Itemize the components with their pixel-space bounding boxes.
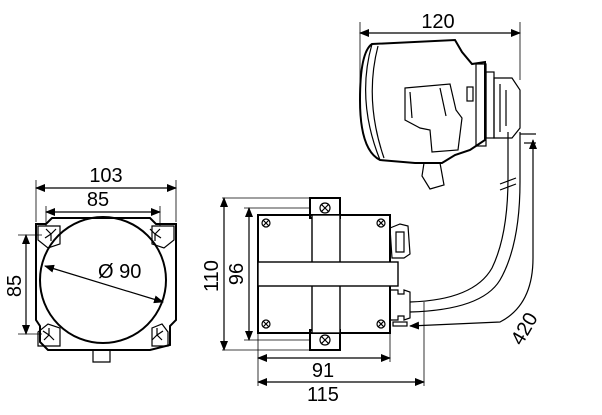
front-view: Ø 90 103 85 85 — [4, 165, 177, 363]
side-lamp-socket — [404, 83, 463, 153]
lens-diameter-label: Ø 90 — [98, 261, 141, 283]
diameter-line — [44, 264, 164, 304]
screw-bottom-right-icon — [151, 328, 164, 341]
cable-line-b — [409, 132, 521, 313]
side-lens-edge — [365, 43, 381, 161]
side-depth-label: 120 — [421, 11, 454, 33]
ballast-view: 110 96 91 115 — [201, 197, 425, 406]
ballast-width-inner-label: 91 — [312, 360, 334, 382]
side-lamp-body — [358, 38, 486, 164]
mount-ear-bottom-right — [151, 323, 169, 347]
cable: 420 — [409, 132, 543, 349]
screw-bottom-left-icon — [42, 328, 55, 341]
ballast-height-outer-label: 110 — [201, 260, 223, 292]
ballast-cable-gland — [389, 289, 411, 321]
mount-ear-top-right — [151, 225, 175, 249]
ballast-screw-tr-icon — [376, 218, 386, 228]
side-rear-connector — [493, 77, 521, 139]
ballast-screw-bl-icon — [261, 319, 271, 329]
mount-ear-top-left — [37, 225, 61, 249]
screw-top-left-icon — [44, 228, 57, 241]
dim-line-420 — [409, 139, 537, 330]
front-height-label: 85 — [4, 275, 26, 297]
front-bottom-tab — [92, 350, 111, 363]
ballast-connector-top — [389, 223, 411, 259]
cable-length-label: 420 — [507, 309, 543, 349]
ballast-screw-bottom-icon — [319, 334, 331, 346]
front-width-outer-label: 103 — [89, 165, 122, 187]
screw-top-right-icon — [149, 228, 162, 241]
side-view: 120 — [358, 11, 521, 190]
front-lens — [39, 216, 167, 344]
front-housing — [35, 217, 177, 351]
front-width-inner-label: 85 — [87, 189, 109, 211]
ballast-height-inner-label: 96 — [226, 263, 248, 285]
cable-line-a — [409, 132, 509, 303]
ballast-width-outer-label: 115 — [307, 384, 339, 406]
ballast-screw-tl-icon — [261, 218, 271, 228]
ballast-screw-top-icon — [319, 202, 331, 214]
side-bottom-plug — [421, 162, 445, 190]
ballast-screw-br-icon — [376, 319, 386, 329]
